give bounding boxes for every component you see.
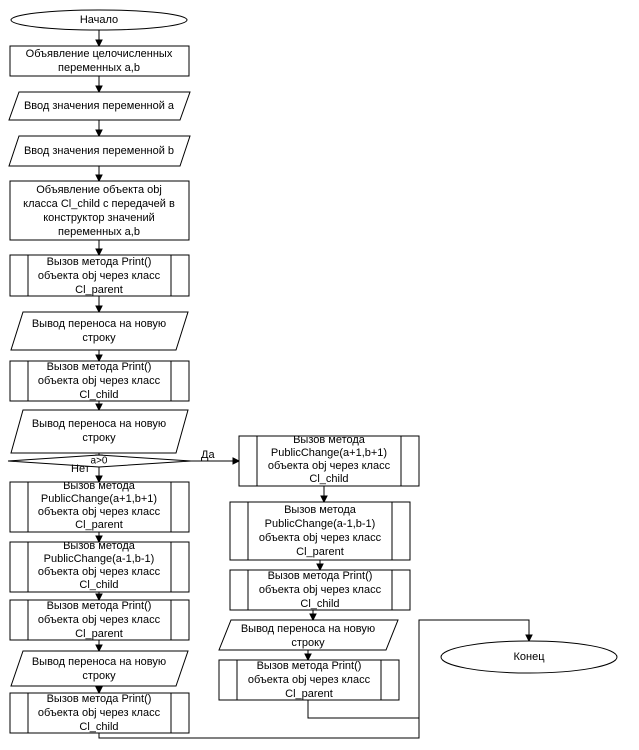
no-change-minus-child-line-1: Вызов метода <box>63 540 136 552</box>
declare-ints-process: Объявление целочисленных переменных a,b <box>9 45 190 77</box>
newline-1-line-2: строку <box>82 332 116 344</box>
declare-ints-line-1: Объявление целочисленных <box>26 48 173 60</box>
print-parent-subprocess-1: Вызов метода Print() объекта obj через к… <box>9 254 190 297</box>
no-change-plus-parent-subprocess: Вызов метода PublicChange(a+1,b+1) объек… <box>9 480 190 533</box>
no-change-minus-child-subprocess: Вызов метода PublicChange(a-1,b-1) объек… <box>9 540 190 593</box>
yes-change-plus-child-line-4: Cl_child <box>309 473 348 485</box>
start-label: Начало <box>80 14 118 26</box>
declare-ints-line-2: переменных a,b <box>58 62 140 74</box>
input-a-label: Ввод значения переменной a <box>24 100 175 112</box>
end-terminal: Конец <box>440 640 618 674</box>
newline-io-2: Вывод переноса на новую строку <box>10 409 189 454</box>
yes-print-parent-subprocess: Вызов метода Print() объекта obj через к… <box>218 659 400 701</box>
no-print-parent-line-2: объекта obj через класс <box>38 614 161 626</box>
yes-branch-label: Да <box>201 449 215 461</box>
yes-change-minus-parent-line-3: объекта obj через класс <box>259 532 382 544</box>
no-print-parent-line-1: Вызов метода Print() <box>47 600 152 612</box>
yes-change-plus-child-line-1: Вызов метода <box>293 434 366 446</box>
declare-object-process: Объявление объекта obj класса Cl_child с… <box>9 180 190 241</box>
yes-print-child-subprocess: Вызов метода Print() объекта obj через к… <box>229 569 411 611</box>
yes-newline-line-2: строку <box>291 637 325 649</box>
yes-print-parent-line-1: Вызов метода Print() <box>257 660 362 672</box>
declare-object-line-3: конструктор значений <box>43 212 155 224</box>
declare-object-line-1: Объявление объекта obj <box>36 184 162 196</box>
no-print-parent-subprocess: Вызов метода Print() объекта obj через к… <box>9 599 190 641</box>
input-a-io: Ввод значения переменной a <box>8 91 191 121</box>
no-print-child-line-2: объекта obj через класс <box>38 707 161 719</box>
yes-change-minus-parent-subprocess: Вызов метода PublicChange(a-1,b-1) объек… <box>229 501 411 561</box>
end-label: Конец <box>513 651 545 663</box>
no-newline-io: Вывод переноса на новую строку <box>10 650 189 687</box>
no-change-minus-child-line-3: объекта obj через класс <box>38 566 161 578</box>
print-child-1-line-1: Вызов метода Print() <box>47 361 152 373</box>
yes-change-minus-parent-line-2: PublicChange(a-1,b-1) <box>265 518 376 530</box>
yes-change-plus-child-subprocess: Вызов метода PublicChange(a+1,b+1) объек… <box>238 434 420 487</box>
yes-change-minus-parent-line-1: Вызов метода <box>284 504 357 516</box>
declare-object-line-4: переменных a,b <box>58 226 140 238</box>
no-print-parent-line-3: Cl_parent <box>75 628 123 640</box>
no-change-minus-child-line-2: PublicChange(a-1,b-1) <box>44 553 155 565</box>
no-print-child-line-3: Cl_child <box>79 721 118 733</box>
input-b-label: Ввод значения переменной b <box>24 145 174 157</box>
connectors <box>95 30 533 739</box>
no-print-child-subprocess: Вызов метода Print() объекта obj через к… <box>9 692 190 734</box>
print-parent-1-line-2: объекта obj через класс <box>38 270 161 282</box>
input-b-io: Ввод значения переменной b <box>8 135 191 167</box>
print-parent-1-line-1: Вызов метода Print() <box>47 256 152 268</box>
yes-print-parent-line-3: Cl_parent <box>285 688 333 700</box>
yes-change-plus-child-line-3: объекта obj через класс <box>268 460 391 472</box>
no-newline-line-2: строку <box>82 670 116 682</box>
no-change-plus-parent-line-4: Cl_parent <box>75 519 123 531</box>
print-child-1-line-3: Cl_child <box>79 389 118 401</box>
no-change-plus-parent-line-3: объекта obj через класс <box>38 506 161 518</box>
yes-change-minus-parent-line-4: Cl_parent <box>296 546 344 558</box>
yes-newline-io: Вывод переноса на новую строку <box>218 619 399 651</box>
newline-2-line-2: строку <box>82 432 116 444</box>
declare-object-line-2: класса Cl_child с передачей в <box>23 198 175 210</box>
print-child-subprocess-1: Вызов метода Print() объекта obj через к… <box>9 360 190 402</box>
newline-io-1: Вывод переноса на новую строку <box>10 311 189 351</box>
no-change-plus-parent-line-2: PublicChange(a+1,b+1) <box>41 493 157 505</box>
print-parent-1-line-3: Cl_parent <box>75 284 123 296</box>
no-print-child-line-1: Вызов метода Print() <box>47 693 152 705</box>
yes-newline-line-1: Вывод переноса на новую <box>241 623 375 635</box>
no-branch-label: Нет <box>71 463 90 475</box>
condition-decision: a>0 <box>7 454 192 468</box>
yes-print-child-line-3: Cl_child <box>300 598 339 610</box>
newline-1-line-1: Вывод переноса на новую <box>32 318 166 330</box>
yes-change-plus-child-line-2: PublicChange(a+1,b+1) <box>271 447 387 459</box>
yes-print-child-line-1: Вызов метода Print() <box>268 570 373 582</box>
print-child-1-line-2: объекта obj через класс <box>38 375 161 387</box>
newline-2-line-1: Вывод переноса на новую <box>32 418 166 430</box>
no-change-minus-child-line-4: Cl_child <box>79 579 118 591</box>
no-change-plus-parent-line-1: Вызов метода <box>63 480 136 492</box>
start-terminal: Начало <box>10 9 188 31</box>
yes-print-parent-line-2: объекта obj через класс <box>248 674 371 686</box>
no-newline-line-1: Вывод переноса на новую <box>32 656 166 668</box>
yes-print-child-line-2: объекта obj через класс <box>259 584 382 596</box>
condition-label: a>0 <box>91 456 108 467</box>
